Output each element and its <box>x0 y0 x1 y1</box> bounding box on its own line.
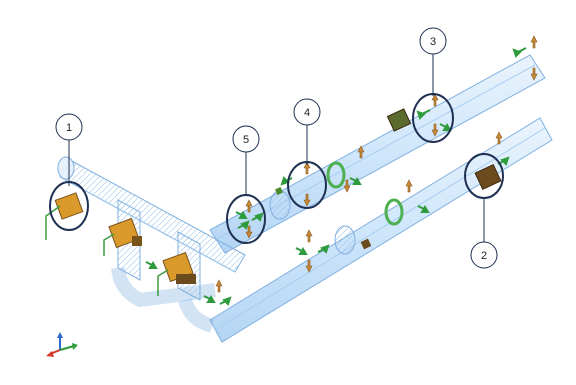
valve-a <box>103 217 142 256</box>
clamp-ring-upper <box>326 161 346 189</box>
valve-1 <box>45 192 84 240</box>
callout-2-label: 2 <box>481 250 487 262</box>
callout-4: 4 <box>287 98 327 209</box>
callout-3: 3 <box>412 27 454 143</box>
callout-3-label: 3 <box>430 36 436 48</box>
valve-2 <box>474 163 502 191</box>
small-brown-fitting <box>275 187 372 250</box>
callout-1-label: 1 <box>66 122 72 134</box>
valve-b <box>157 251 196 296</box>
axis-triad-icon <box>46 332 78 357</box>
callout-1: 1 <box>49 113 89 231</box>
callout-2: 2 <box>464 153 504 269</box>
pipe-supports <box>215 35 538 293</box>
valve-upper-brown <box>386 108 412 132</box>
callout-5: 5 <box>226 125 266 244</box>
restraint-arrows <box>145 47 527 306</box>
callout-5-label: 5 <box>243 134 249 146</box>
clamp-ring-lower <box>384 198 404 226</box>
lower-main-pipe <box>209 117 553 343</box>
pipe-tee-lower <box>334 225 356 255</box>
pipe-tee-upper <box>269 190 291 220</box>
callout-4-label: 4 <box>304 107 310 119</box>
